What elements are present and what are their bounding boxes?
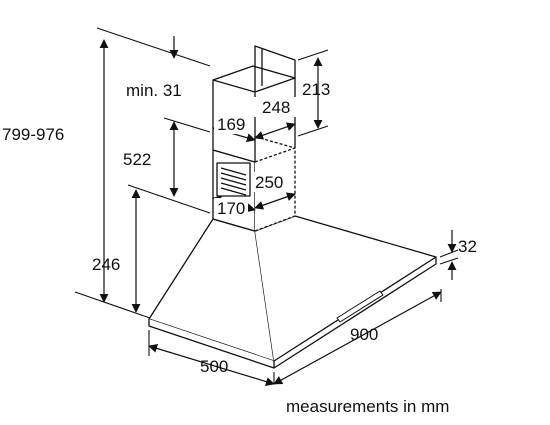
chimney-upper-width-label: 248 xyxy=(262,98,290,117)
chimney-lower-depth-label: 170 xyxy=(217,199,245,218)
hood-width-label: 900 xyxy=(350,325,378,344)
label-backdrop xyxy=(252,172,290,192)
total-height-label: 799-976 xyxy=(2,125,64,144)
dimension-arrows xyxy=(99,36,457,386)
vent-grille xyxy=(216,162,251,197)
chimney-lower-width-label: 250 xyxy=(255,173,283,192)
units-caption: measurements in mm xyxy=(286,397,449,416)
label-backdrop xyxy=(252,97,296,117)
canopy-height-label: 246 xyxy=(92,255,120,274)
front-edge-height-label: 32 xyxy=(458,237,477,256)
label-backdrop xyxy=(214,198,248,218)
chimney-depth-label: 169 xyxy=(217,115,245,134)
label-backdrop xyxy=(214,114,248,134)
hood-depth-label: 500 xyxy=(200,357,228,376)
min-clearance-label: min. 31 xyxy=(126,81,182,100)
chimney-lower-height-label: 522 xyxy=(123,150,151,169)
chimney-upper-height-label: 213 xyxy=(302,80,330,99)
